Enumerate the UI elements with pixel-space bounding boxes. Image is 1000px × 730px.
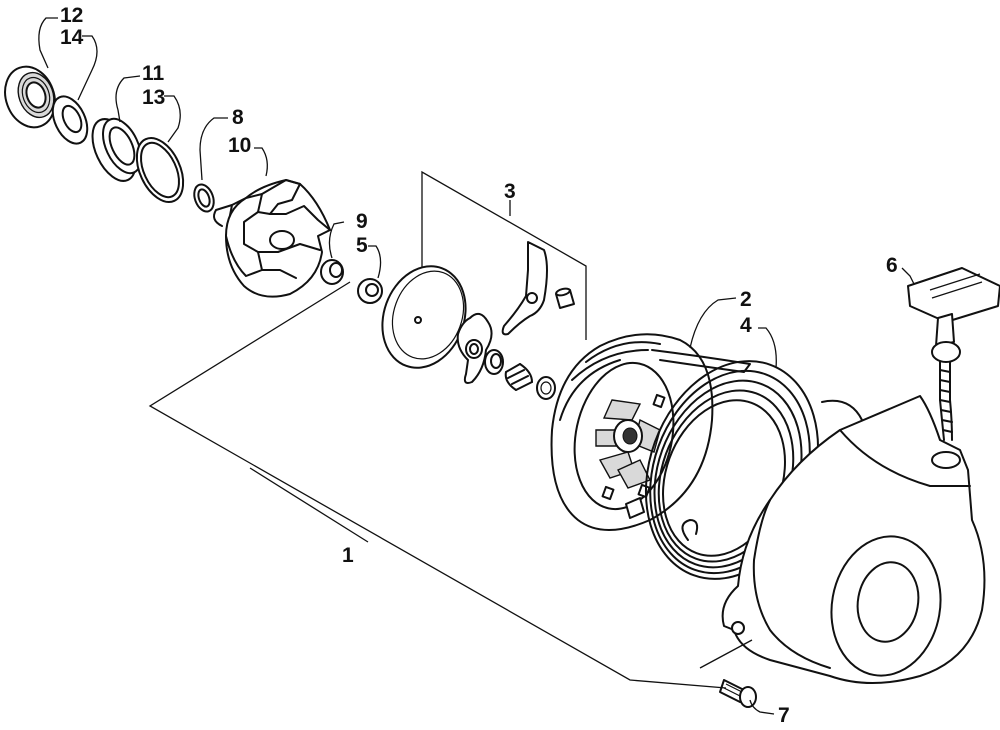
callout-2: 2 [740,288,752,311]
spring-part [504,363,533,391]
callout-10: 10 [228,134,251,157]
pin-part [555,287,575,309]
callout-12: 12 [60,4,83,27]
leader-lines [38,17,915,715]
callout-13: 13 [142,86,165,109]
bearing-part [4,65,56,129]
bushing-part [91,117,142,182]
callout-numbers: 12 14 11 13 8 10 9 5 3 6 2 4 1 7 [60,4,898,727]
friction-plate-part [381,265,467,369]
guide-plate-part [456,312,493,384]
callout-5: 5 [356,234,368,257]
o-ring-part [135,137,185,203]
callout-3: 3 [504,180,516,203]
pawl-part [501,241,548,336]
callout-9: 9 [356,210,368,233]
seal-part [51,95,89,145]
drive-hub-part [213,179,331,298]
callout-1: 1 [342,544,354,567]
snap-ring-part [193,183,215,213]
nut-part [320,259,344,285]
callout-14: 14 [60,26,84,49]
callout-8: 8 [232,106,244,129]
small-ring-part [484,349,504,375]
callout-7: 7 [778,704,790,727]
callout-4: 4 [740,314,752,337]
callout-6: 6 [886,254,898,277]
spacer-part [536,376,556,400]
starter-housing-part [721,395,986,684]
callout-11: 11 [142,62,165,85]
washer-part [357,278,383,304]
bolt-part [719,679,757,708]
starter-handle-part [907,267,1000,441]
